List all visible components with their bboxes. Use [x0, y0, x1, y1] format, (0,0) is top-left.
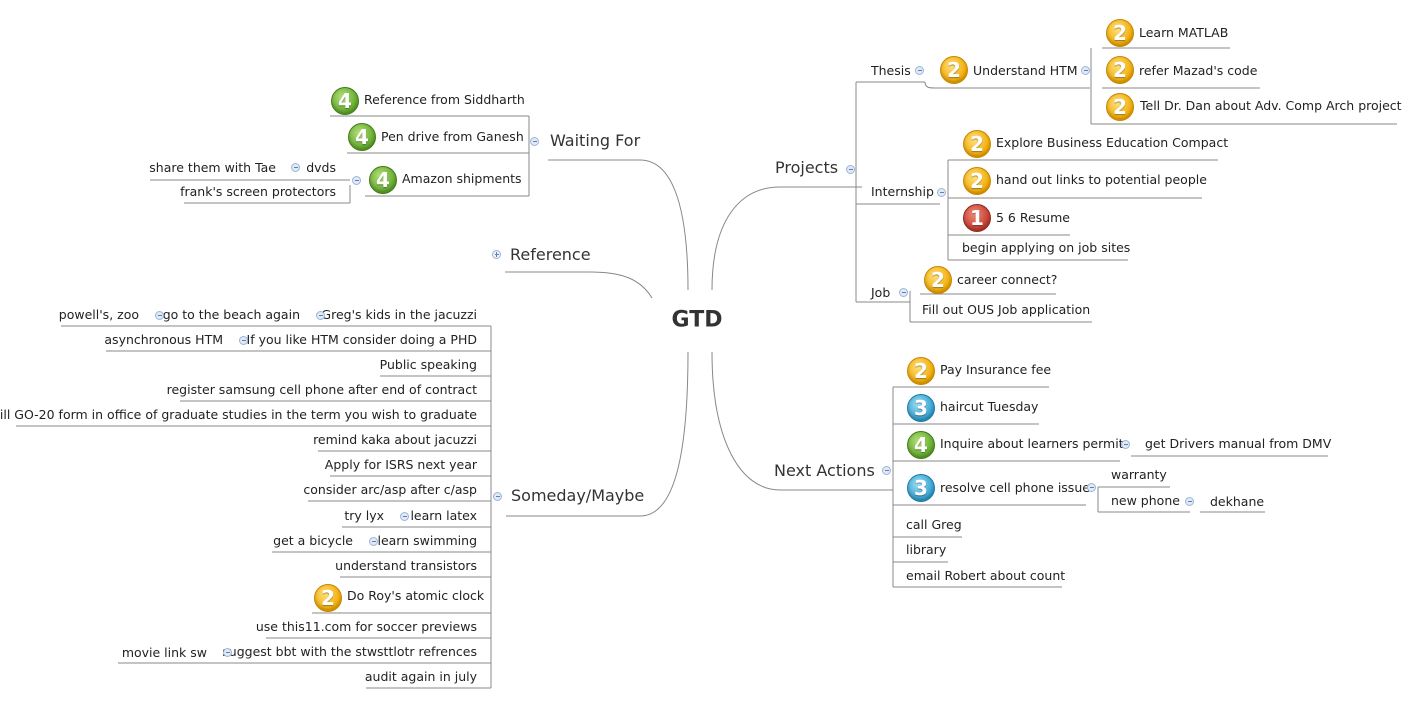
collapse-icon[interactable] — [1121, 440, 1130, 449]
someday-item[interactable]: consider arc/asp after c/asp — [303, 482, 477, 497]
collapse-icon[interactable] — [937, 188, 946, 197]
thesis-child[interactable]: Tell Dr. Dan about Adv. Comp Arch projec… — [1140, 98, 1402, 113]
priority-4-icon: 4 — [348, 123, 376, 151]
someday-item[interactable]: If you like HTM consider doing a PHD — [246, 332, 477, 347]
someday-child[interactable]: movie link sw — [121, 645, 207, 660]
job-child[interactable]: career connect? — [957, 272, 1058, 287]
expand-icon[interactable] — [492, 250, 501, 259]
someday-item[interactable]: remind kaka about jacuzzi — [313, 432, 477, 447]
internship-child[interactable]: Explore Business Education Compact — [996, 135, 1229, 150]
root-topic[interactable]: GTD — [671, 307, 723, 333]
next-action-child[interactable]: get Drivers manual from DMV — [1145, 436, 1332, 451]
dvds-child[interactable]: share them with Tae — [149, 160, 276, 175]
collapse-icon[interactable] — [239, 336, 248, 345]
next-action-item[interactable]: resolve cell phone issue — [940, 480, 1090, 495]
next-action-child[interactable]: new phone — [1111, 493, 1180, 508]
project-job[interactable]: Job — [871, 285, 891, 300]
priority-2-icon: 2 — [1106, 19, 1134, 47]
collapse-icon[interactable] — [223, 648, 232, 657]
collapse-icon[interactable] — [1087, 483, 1096, 492]
someday-item[interactable]: learn swimming — [377, 533, 477, 548]
priority-4-icon: 4 — [907, 431, 935, 459]
priority-4-icon: 4 — [369, 166, 397, 194]
collapse-icon[interactable] — [1185, 497, 1194, 506]
someday-child[interactable]: powell's, zoo — [58, 307, 139, 322]
someday-child[interactable]: go to the beach again — [162, 307, 300, 322]
priority-2-icon: 2 — [940, 56, 968, 84]
someday-item[interactable]: understand transistors — [335, 558, 477, 573]
amazon-child[interactable]: frank's screen protectors — [180, 184, 336, 199]
next-action-item[interactable]: haircut Tuesday — [940, 399, 1039, 414]
project-thesis[interactable]: Thesis — [871, 63, 911, 78]
collapse-icon[interactable] — [846, 165, 855, 174]
collapse-icon[interactable] — [899, 288, 908, 297]
project-internship[interactable]: Internship — [871, 184, 934, 199]
someday-item[interactable]: Greg's kids in the jacuzzi — [321, 307, 477, 322]
someday-child[interactable]: asynchronous HTM — [104, 332, 223, 347]
collapse-icon[interactable] — [400, 512, 409, 521]
next-action-item[interactable]: Pay Insurance fee — [940, 362, 1052, 377]
internship-child[interactable]: hand out links to potential people — [996, 172, 1207, 187]
priority-2-icon: 2 — [963, 167, 991, 195]
priority-2-icon: 2 — [907, 357, 935, 385]
collapse-icon[interactable] — [493, 492, 502, 501]
priority-4-icon: 4 — [331, 87, 359, 115]
someday-item[interactable]: Fill GO-20 form in office of graduate st… — [0, 407, 477, 422]
thesis-child[interactable]: refer Mazad's code — [1139, 63, 1258, 78]
topic-projects[interactable]: Projects — [775, 158, 839, 177]
topic-next-actions[interactable]: Next Actions — [774, 461, 875, 480]
priority-2-icon: 2 — [924, 266, 952, 294]
topic-someday-maybe[interactable]: Someday/Maybe — [511, 486, 645, 505]
next-action-child[interactable]: dekhane — [1210, 494, 1265, 509]
collapse-icon[interactable] — [1081, 66, 1090, 75]
collapse-icon[interactable] — [882, 466, 891, 475]
internship-child[interactable]: 5 6 Resume — [996, 210, 1070, 225]
collapse-icon[interactable] — [369, 537, 378, 546]
priority-3-icon: 3 — [907, 394, 935, 422]
someday-item[interactable]: use this11.com for soccer previews — [255, 619, 477, 634]
next-action-item[interactable]: call Greg — [906, 517, 962, 532]
amazon-child[interactable]: dvds — [306, 160, 336, 175]
topic-reference[interactable]: Reference — [510, 245, 591, 264]
job-child[interactable]: Fill out OUS Job application — [922, 302, 1091, 317]
someday-child[interactable]: try lyx — [344, 508, 384, 523]
collapse-icon[interactable] — [915, 66, 924, 75]
topic-waiting-for[interactable]: Waiting For — [550, 131, 641, 150]
priority-2-icon: 2 — [1106, 56, 1134, 84]
collapse-icon[interactable] — [291, 163, 300, 172]
someday-item[interactable]: Apply for ISRS next year — [324, 457, 477, 472]
next-action-item[interactable]: Inquire about learners permit — [940, 436, 1124, 451]
someday-child[interactable]: get a bicycle — [273, 533, 353, 548]
priority-2-icon: 2 — [963, 130, 991, 158]
someday-item[interactable]: register samsung cell phone after end of… — [166, 382, 477, 397]
thesis-node[interactable]: Understand HTM — [973, 63, 1078, 78]
collapse-icon[interactable] — [155, 311, 164, 320]
collapse-icon[interactable] — [530, 137, 539, 146]
priority-3-icon: 3 — [907, 474, 935, 502]
priority-2-icon: 2 — [1106, 93, 1134, 121]
someday-item[interactable]: Do Roy's atomic clock — [347, 588, 485, 603]
waiting-item[interactable]: Reference from Siddharth — [364, 92, 525, 107]
priority-2-icon: 2 — [314, 584, 342, 612]
someday-item[interactable]: Public speaking — [379, 357, 477, 372]
collapse-icon[interactable] — [352, 176, 361, 185]
priority-1-icon: 1 — [963, 204, 991, 232]
collapse-icon[interactable] — [316, 311, 325, 320]
next-action-child[interactable]: warranty — [1111, 467, 1167, 482]
someday-item[interactable]: suggest bbt with the stwsttlotr refrence… — [222, 644, 477, 659]
someday-item[interactable]: learn latex — [410, 508, 477, 523]
waiting-item[interactable]: Pen drive from Ganesh — [381, 129, 524, 144]
someday-item[interactable]: audit again in july — [364, 669, 477, 684]
next-action-item[interactable]: email Robert about count — [906, 568, 1066, 583]
thesis-child[interactable]: Learn MATLAB — [1139, 25, 1229, 40]
waiting-item[interactable]: Amazon shipments — [402, 171, 522, 186]
next-action-item[interactable]: library — [906, 542, 947, 557]
internship-child[interactable]: begin applying on job sites — [962, 240, 1131, 255]
